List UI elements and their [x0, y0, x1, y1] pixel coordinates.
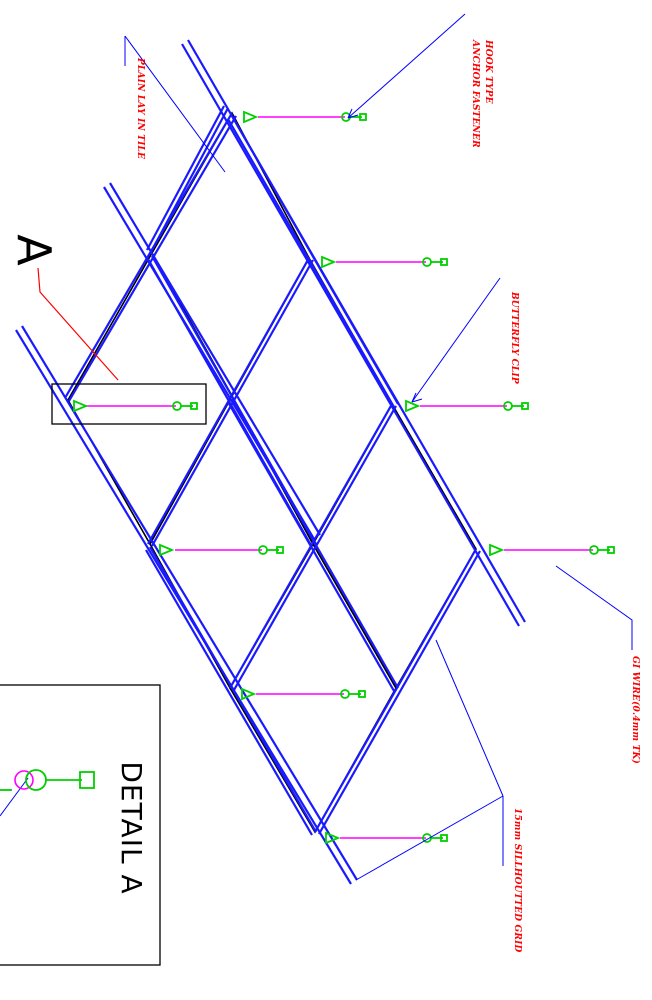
label-hook-line1: HOOK TYPE: [483, 39, 493, 104]
hangers: [73, 110, 615, 845]
detail-a-box: DETAIL A: [0, 684, 161, 966]
label-hook-line2: ANCHOR FASTENER: [470, 39, 480, 148]
leader-lines: [124, 13, 633, 881]
callout-a: A: [7, 234, 207, 425]
label-tile: PLAIN LAY IN TILE: [135, 57, 145, 159]
label-grid: 15mm SILLHOUTTED GRID: [512, 808, 522, 953]
label-clip: BUTTERFLY CLIP: [509, 291, 519, 384]
tiles: [67, 111, 477, 834]
callout-marker: A: [7, 234, 61, 266]
detail-title: DETAIL A: [115, 761, 148, 894]
cross-tees: [64, 112, 481, 836]
main-runners: [15, 39, 526, 885]
annotations: HOOK TYPE ANCHOR FASTENER PLAIN LAY IN T…: [135, 39, 641, 953]
label-wire: GI WIRE(0.4mm TK): [630, 656, 641, 764]
